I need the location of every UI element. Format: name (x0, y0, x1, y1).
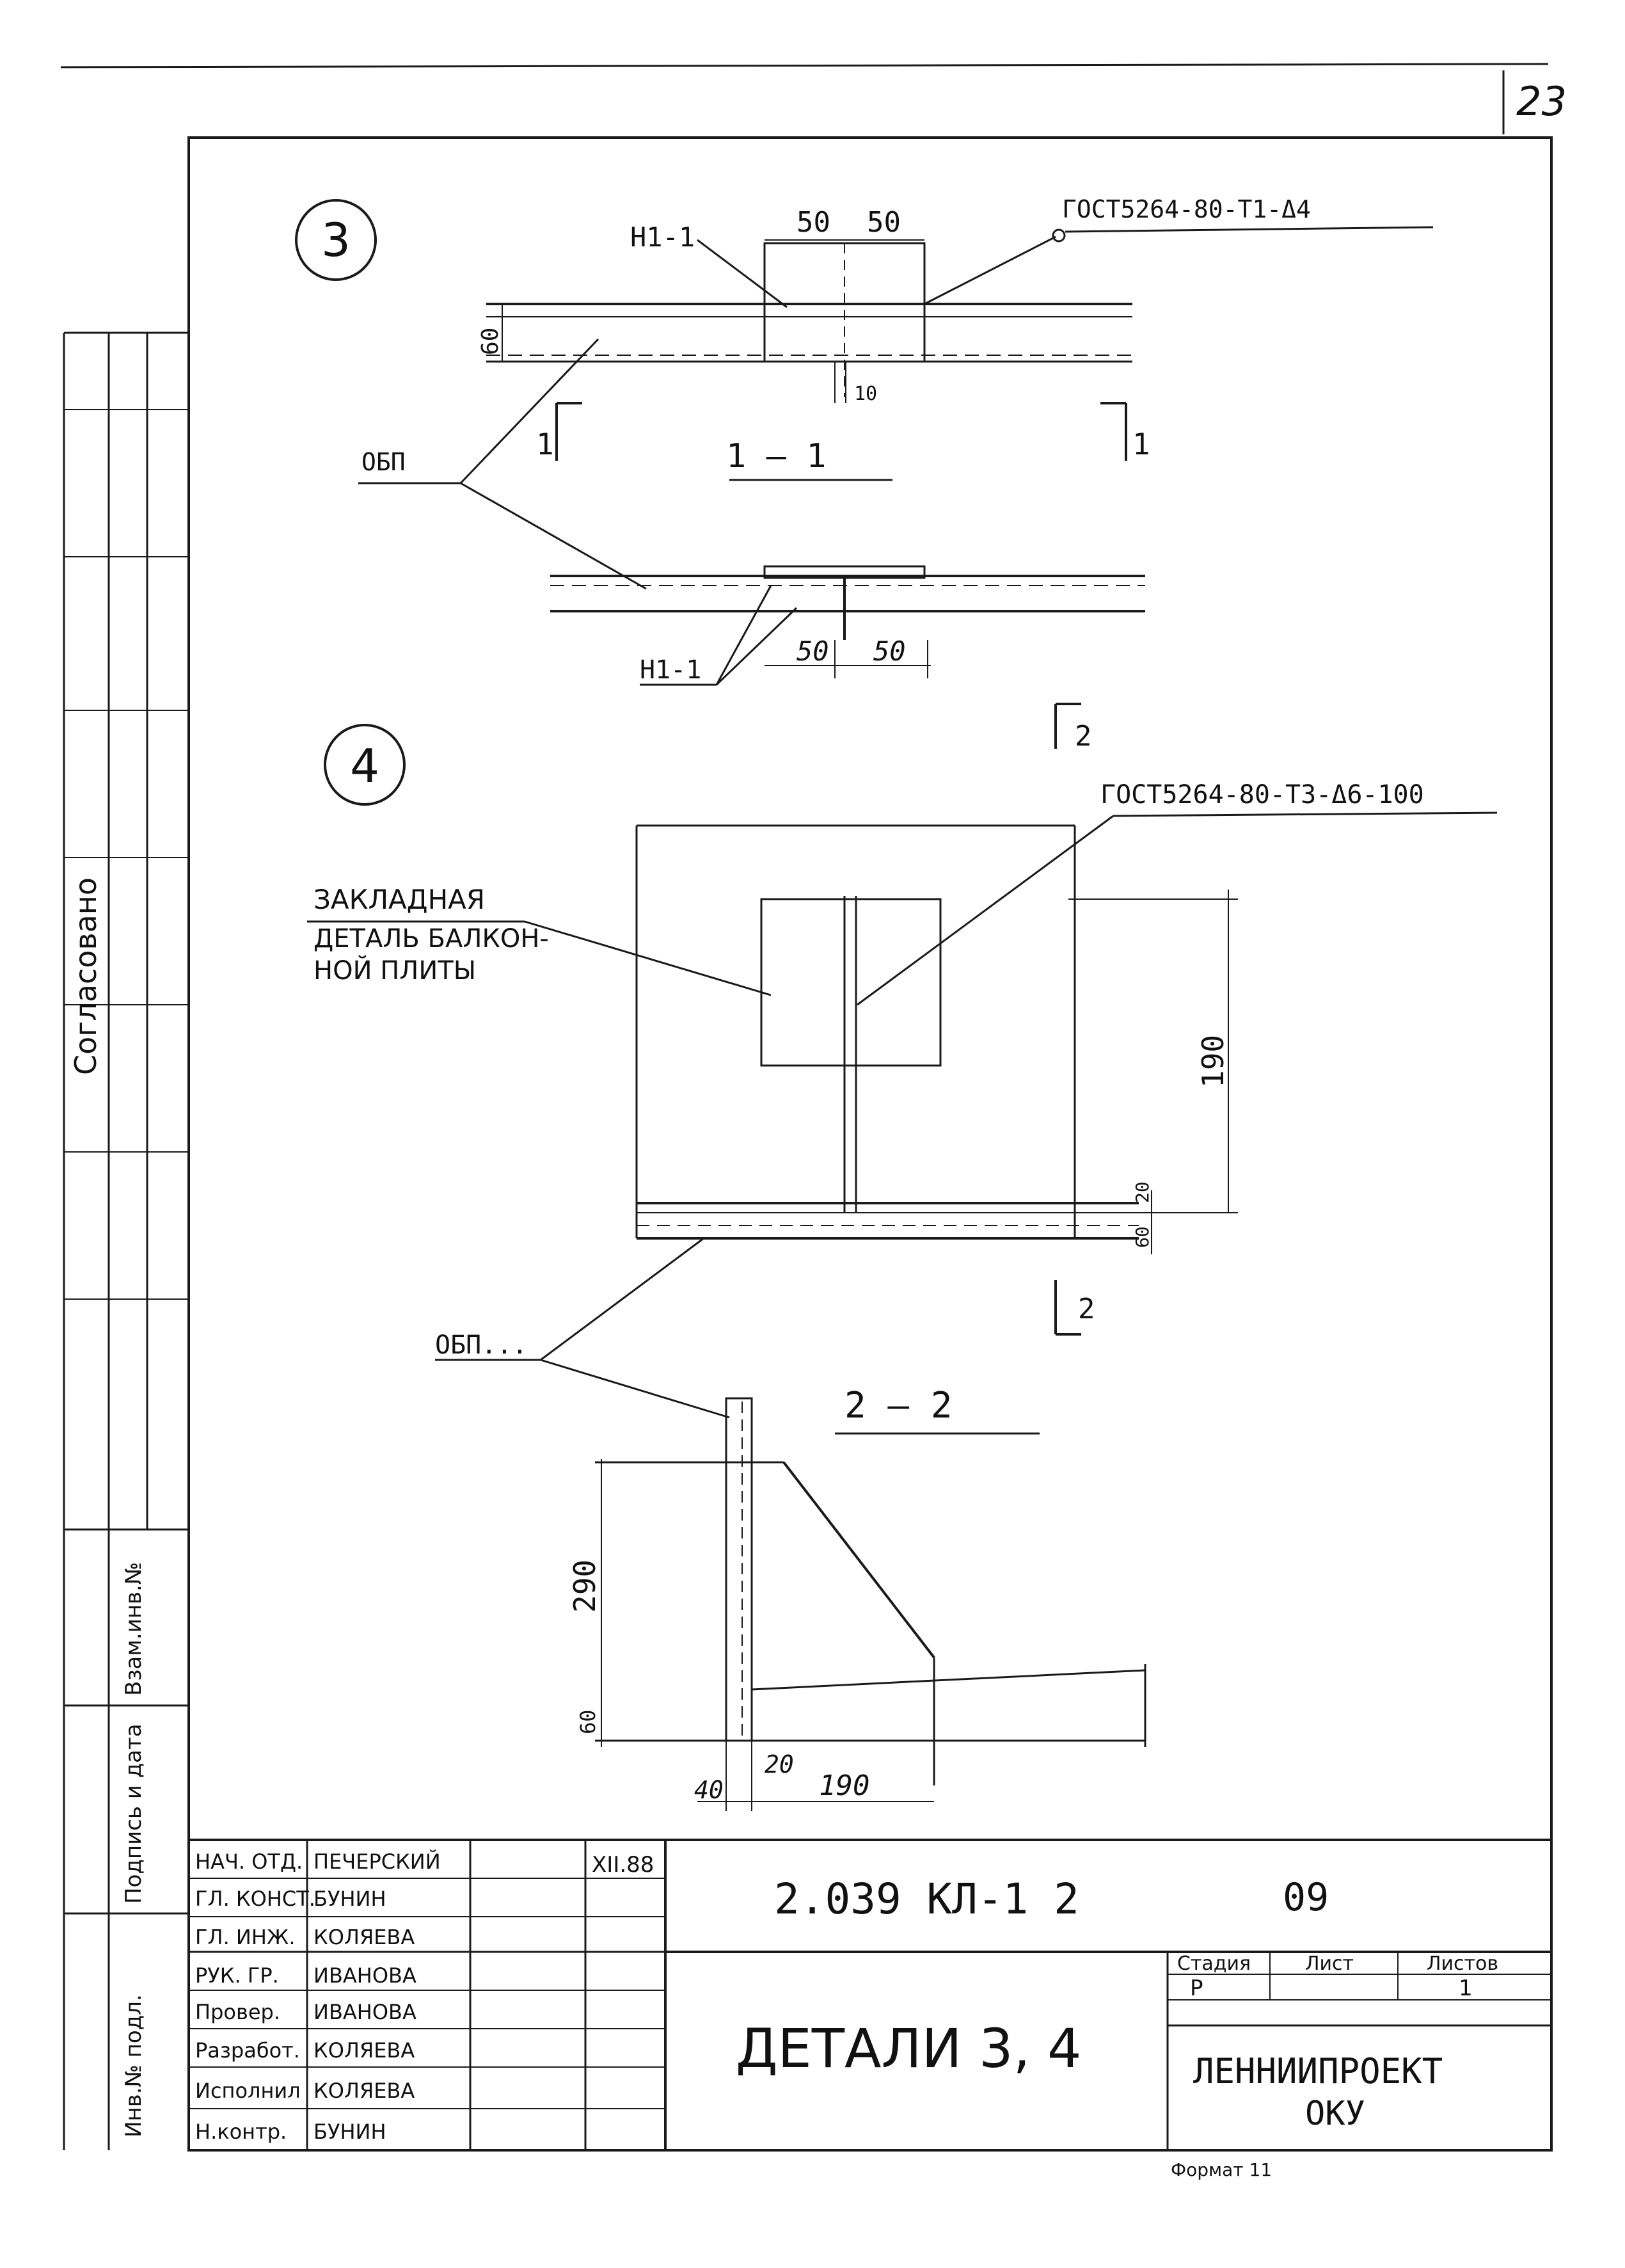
side-sign-date-label: Подпись и дата (121, 1723, 147, 1904)
detail-4-dim-290: 290 (567, 1560, 602, 1613)
title-block-name: БУНИН (313, 1887, 386, 1911)
detail-4-obp-label: ОБП... (435, 1330, 528, 1360)
title-block-title: ДЕТАЛИ 3, 4 (736, 2017, 1081, 2080)
detail-4-gost-note: ГОСТ5264-80-Т3-Δ6-100 (1100, 780, 1424, 810)
title-block-name: ИВАНОВА (313, 1963, 416, 1988)
detail-3-section-left: 1 (536, 427, 554, 461)
detail-4-column (725, 1397, 753, 1742)
detail-3-dim-height: 60 (477, 328, 503, 355)
title-block-org-line2: ОКУ (1305, 2095, 1365, 2133)
detail-4-dim-20b: 20 (765, 1750, 794, 1778)
top-edge-line (60, 63, 1549, 68)
detail-4-embed-line3: НОЙ ПЛИТЫ (313, 955, 476, 986)
detail-4-section-title: 2 — 2 (844, 1385, 953, 1426)
title-block-stage: Р (1190, 1976, 1203, 2001)
detail-3-lower-weld-label: Н1-1 (640, 655, 701, 685)
detail-4-dim-20: 20 (1132, 1181, 1153, 1203)
title-block-name: БУНИН (313, 2120, 386, 2144)
detail-4: 4 2 ГОСТ5264-80-Т3-Δ6-100 ЗАКЛАДНАЯ ДЕТА… (307, 703, 1498, 1811)
title-block-name: КОЛЯЕВА (313, 1925, 415, 1949)
detail-4-dim-40: 40 (694, 1776, 724, 1804)
side-agreed-label: Согласовано (68, 877, 103, 1075)
title-block-sheet-header: Лист (1305, 1953, 1354, 1975)
title-block-role: Разработ. (195, 2038, 300, 2063)
title-block-sheets: 1 (1459, 1976, 1473, 2001)
detail-3-marker-circle (295, 199, 377, 281)
title-block-sheets-header: Листов (1427, 1953, 1498, 1975)
title-block-name: КОЛЯЕВА (313, 2038, 415, 2063)
title-block-name: КОЛЯЕВА (313, 2079, 415, 2103)
detail-4-marker: 4 (350, 739, 379, 793)
title-block-role: Провер. (195, 2000, 280, 2024)
title-block-role: Н.контр. (195, 2120, 287, 2144)
detail-3-gost-note: ГОСТ5264-80-Т1-Δ4 (1062, 195, 1311, 223)
side-inv-no-label: Инв.№ подл. (121, 1994, 147, 2137)
detail-3-lower-dim-left: 50 (797, 635, 829, 667)
detail-3-obp-label: ОБП (361, 448, 406, 476)
detail-4-embed-line2: ДЕТАЛЬ БАЛКОН- (313, 924, 549, 954)
title-block-name: ПЕЧЕРСКИЙ (313, 1849, 441, 1874)
detail-3-section-right: 1 (1132, 427, 1150, 461)
title-block-org-line1: ЛЕННИИПРОЕКТ (1193, 2051, 1443, 2091)
title-block-role: ГЛ. КОНСТ. (195, 1887, 315, 1911)
detail-3-dim-left: 50 (797, 206, 830, 239)
title-block-date: XII.88 (592, 1852, 654, 1878)
main-frame (187, 136, 1553, 2152)
title-block-stage-header: Стадия (1177, 1953, 1251, 1975)
detail-3-lower-dim-right: 50 (873, 635, 906, 667)
detail-4-dim-190: 190 (1196, 1035, 1230, 1088)
detail-3-dim-right: 50 (867, 206, 901, 239)
title-block-role: НАЧ. ОТД. (195, 1849, 303, 1874)
detail-3-marker: 3 (321, 213, 351, 267)
title-block-sheet-code: 09 (1283, 1875, 1329, 1920)
detail-4-dim-60: 60 (1132, 1226, 1153, 1248)
format-note: Формат 11 (1171, 2159, 1272, 2180)
detail-4-marker-circle (324, 724, 406, 806)
detail-4-embed-line1: ЗАКЛАДНАЯ (313, 884, 485, 915)
detail-3: 3 50 50 60 10 Н1-1 ГОСТ5264-80-Т1-Δ4 1 1 (295, 195, 1434, 686)
detail-4-dim-190b: 190 (819, 1769, 869, 1802)
detail-4-section-bottom: 2 (1078, 1293, 1095, 1325)
title-block-role: ГЛ. ИНЖ. (195, 1925, 296, 1949)
title-block-code: 2.039 КЛ-1 2 (774, 1874, 1079, 1924)
detail-3-section-title: 1 — 1 (726, 437, 827, 475)
title-block-name: ИВАНОВА (313, 2000, 416, 2024)
page-number: 23 (1516, 78, 1567, 125)
detail-4-embed-plate (760, 898, 942, 1067)
side-replace-inv-label: Взам.инв.№ (121, 1562, 147, 1696)
detail-3-weld-label: Н1-1 (630, 221, 695, 253)
title-block-role: РУК. ГР. (195, 1963, 279, 1988)
detail-4-dim-60b: 60 (576, 1709, 600, 1734)
detail-3-dim-gap: 10 (854, 383, 877, 405)
side-stamp: Согласовано Взам.инв.№ Подпись и дата Ин… (63, 331, 189, 2150)
detail-4-section-top: 2 (1075, 720, 1092, 753)
title-block-role: Исполнил (195, 2079, 301, 2103)
